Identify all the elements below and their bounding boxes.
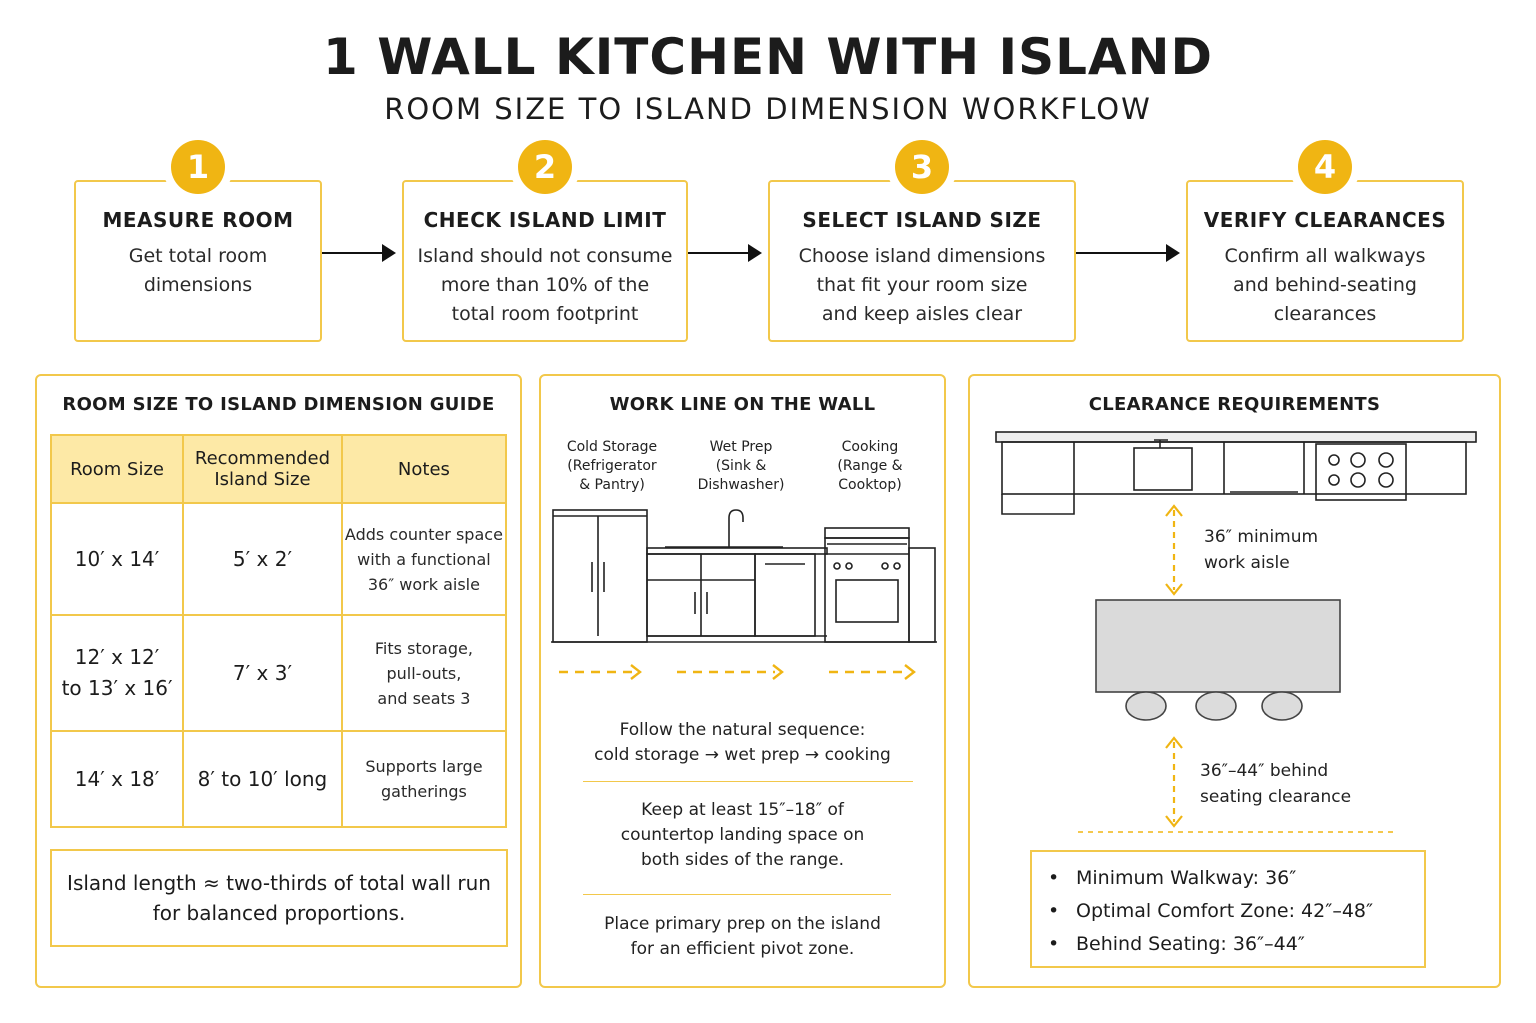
island-size-cell: 7′ x 3′ <box>182 614 343 732</box>
panel-title: CLEARANCE REQUIREMENTS <box>1088 394 1381 415</box>
plan-cooktop <box>1315 443 1407 501</box>
zone-label-wet-prep: Wet Prep(Sink &Dishwasher) <box>697 439 785 493</box>
stool <box>1195 691 1237 721</box>
flow-arrow <box>322 244 396 262</box>
flow-arrowhead <box>904 664 916 680</box>
wall-counter <box>995 431 1477 443</box>
step-text: Get total room <box>128 245 268 267</box>
step-measure-room: 1 MEASURE ROOM Get total room dimensions <box>74 140 322 342</box>
divider <box>583 894 891 895</box>
plan-view-drawing <box>995 431 1477 833</box>
step-text: more than 10% of the <box>440 274 650 296</box>
workline-panel: WORK LINE ON THE WALL Cold Storage(Refri… <box>539 374 946 988</box>
step-text: dimensions <box>143 274 253 296</box>
flow-arrow <box>688 244 762 262</box>
island-size-cell: 8′ to 10′ long <box>182 730 343 828</box>
column-header: Room Size <box>49 434 185 504</box>
countertop <box>646 547 828 555</box>
step-title: CHECK ISLAND LIMIT <box>423 208 667 232</box>
divider <box>583 781 913 782</box>
page-subtitle: ROOM SIZE TO ISLAND DIMENSION WORKFLOW <box>384 92 1152 126</box>
step-text: total room footprint <box>451 303 639 325</box>
step-number-badge: 1 <box>171 140 225 194</box>
sequence-note: Follow the natural sequence:cold storage… <box>594 720 891 765</box>
notes-cell: Fits storage,pull-outs,and seats 3 <box>340 614 508 732</box>
list-item: Optimal Comfort Zone: 42″–48″ <box>1048 895 1424 928</box>
rule-text: for balanced proportions. <box>152 901 406 925</box>
step-text: clearances <box>1273 303 1377 325</box>
stool <box>1125 691 1167 721</box>
wall-elevation-drawing <box>551 509 937 680</box>
column-header: Notes <box>340 434 508 504</box>
step-number-badge: 3 <box>895 140 949 194</box>
faucet <box>728 509 744 547</box>
step-title: MEASURE ROOM <box>102 208 294 232</box>
flow-arrowhead <box>772 664 784 680</box>
step-text: and behind-seating <box>1233 274 1417 296</box>
island-size-cell: 5′ x 2′ <box>182 502 343 616</box>
list-item: Behind Seating: 36″–44″ <box>1048 928 1424 961</box>
step-text: Island should not consume <box>417 245 673 267</box>
step-text: Choose island dimensions <box>798 245 1046 267</box>
step-number-badge: 2 <box>518 140 572 194</box>
list-item: Minimum Walkway: 36″ <box>1048 862 1424 895</box>
panel-title: WORK LINE ON THE WALL <box>609 394 876 415</box>
panel-title: ROOM SIZE TO ISLAND DIMENSION GUIDE <box>62 394 495 415</box>
clearance-panel: CLEARANCE REQUIREMENTS <box>968 374 1501 988</box>
stool <box>1261 691 1303 721</box>
clearance-summary-box: Minimum Walkway: 36″ Optimal Comfort Zon… <box>1030 850 1426 968</box>
zone-label-cooking: Cooking(Range &Cooktop) <box>837 439 903 493</box>
step-text: that fit your room size <box>816 274 1028 296</box>
room-size-cell: 14′ x 18′ <box>49 730 185 828</box>
plan-sink <box>1133 447 1193 491</box>
island <box>1095 599 1341 693</box>
flow-arrowhead <box>630 664 642 680</box>
rule-text: Island length ≈ two-thirds of total wall… <box>67 871 491 895</box>
zone-label-cold-storage: Cold Storage(Refrigerator& Pantry) <box>566 439 658 493</box>
page-title: 1 WALL KITCHEN WITH ISLAND <box>323 28 1213 86</box>
table-row: 12′ x 12′to 13′ x 16′ 7′ x 3′ Fits stora… <box>49 614 508 732</box>
dishwasher <box>754 553 816 637</box>
room-size-cell: 12′ x 12′to 13′ x 16′ <box>49 614 185 732</box>
step-title: VERIFY CLEARANCES <box>1203 208 1447 232</box>
proportion-rule-box: Island length ≈ two-thirds of total wall… <box>50 849 508 947</box>
step-verify-clearances: 4 VERIFY CLEARANCES Confirm all walkways… <box>1186 140 1464 342</box>
refrigerator <box>552 509 648 643</box>
step-text: and keep aisles clear <box>821 303 1023 325</box>
base-cabinet-run <box>1001 441 1467 495</box>
step-select-island-size: 3 SELECT ISLAND SIZE Choose island dimen… <box>768 140 1076 342</box>
step-check-island-limit: 2 CHECK ISLAND LIMIT Island should not c… <box>402 140 688 342</box>
step-title: SELECT ISLAND SIZE <box>802 208 1042 232</box>
step-number-badge: 4 <box>1298 140 1352 194</box>
step-text: Confirm all walkways <box>1224 245 1426 267</box>
room-size-cell: 10′ x 14′ <box>49 502 185 616</box>
flow-arrow <box>1076 244 1180 262</box>
guide-panel: ROOM SIZE TO ISLAND DIMENSION GUIDE Room… <box>35 374 522 988</box>
